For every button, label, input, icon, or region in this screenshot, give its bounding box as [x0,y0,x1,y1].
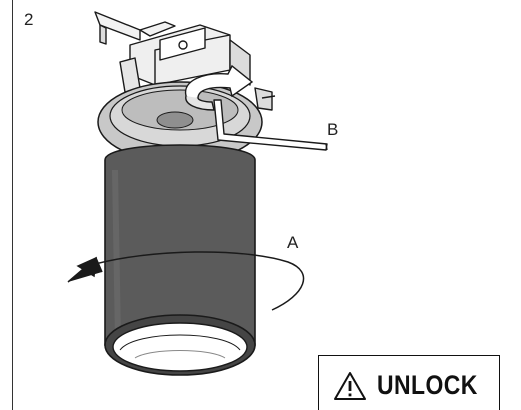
hex-key [213,99,328,151]
unlock-badge: UNLOCK [318,355,500,410]
rotation-arrow-a-icon [67,251,305,311]
step-number: 2 [24,10,34,29]
page-margin-line [12,0,13,410]
mounting-bracket [94,11,276,111]
spotlight-cylinder [104,144,256,376]
rotation-arrow-icon [185,64,254,111]
warning-triangle-icon [334,371,366,400]
callout-b: B [327,120,339,139]
unlock-label: UNLOCK [377,370,478,400]
callout-a: A [287,233,299,252]
